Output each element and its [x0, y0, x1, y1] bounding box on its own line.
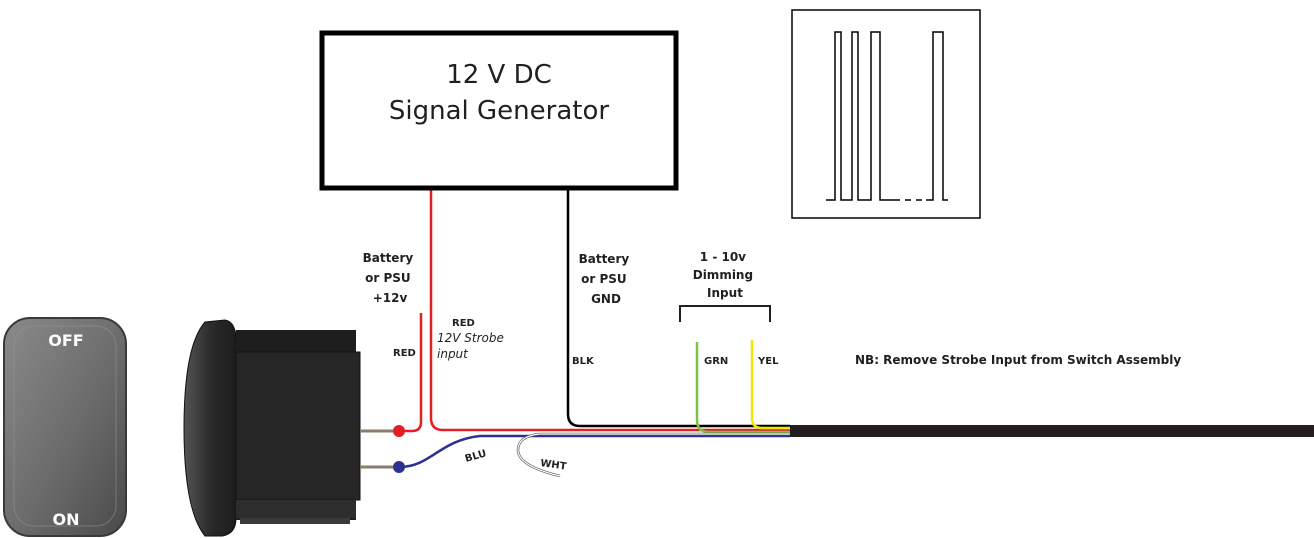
generator-title-line2: Signal Generator	[389, 96, 609, 126]
signal-generator-box: 12 V DC Signal Generator	[319, 30, 679, 191]
blk-label: BLK	[572, 356, 595, 367]
dimming-label: 1 - 10v Dimming Input	[693, 250, 758, 300]
generator-title-line1: 12 V DC	[446, 60, 552, 90]
black-wire-generator	[566, 190, 790, 428]
main-cable	[790, 425, 1314, 437]
rocker-switch-body-icon[interactable]	[183, 319, 361, 537]
battery-pos-label: Battery or PSU +12v	[363, 251, 418, 305]
red-terminal-dot	[393, 425, 405, 437]
blu-label: BLU	[464, 448, 488, 465]
red-right-label: RED	[452, 318, 475, 329]
red-wire-switch-left	[400, 313, 423, 433]
switch-on-label: ON	[53, 510, 80, 529]
strobe-input-label: 12V Strobe input	[437, 331, 508, 361]
blue-terminal-dot	[393, 461, 405, 473]
switch-off-label: OFF	[48, 331, 83, 350]
yellow-wire	[750, 340, 790, 430]
red-wire-generator	[429, 190, 790, 432]
green-wire	[695, 342, 790, 434]
dimming-bracket	[679, 305, 771, 322]
wht-label: WHT	[540, 458, 568, 473]
blue-wire	[399, 434, 790, 469]
grn-label: GRN	[704, 356, 728, 367]
battery-gnd-label: Battery or PSU GND	[579, 252, 634, 306]
note-label: NB: Remove Strobe Input from Switch Asse…	[855, 353, 1181, 367]
rocker-switch-face-icon[interactable]: OFF ON	[3, 317, 127, 537]
yel-label: YEL	[757, 356, 779, 367]
pwm-waveform-icon	[791, 9, 981, 219]
red-left-label: RED	[393, 348, 416, 359]
